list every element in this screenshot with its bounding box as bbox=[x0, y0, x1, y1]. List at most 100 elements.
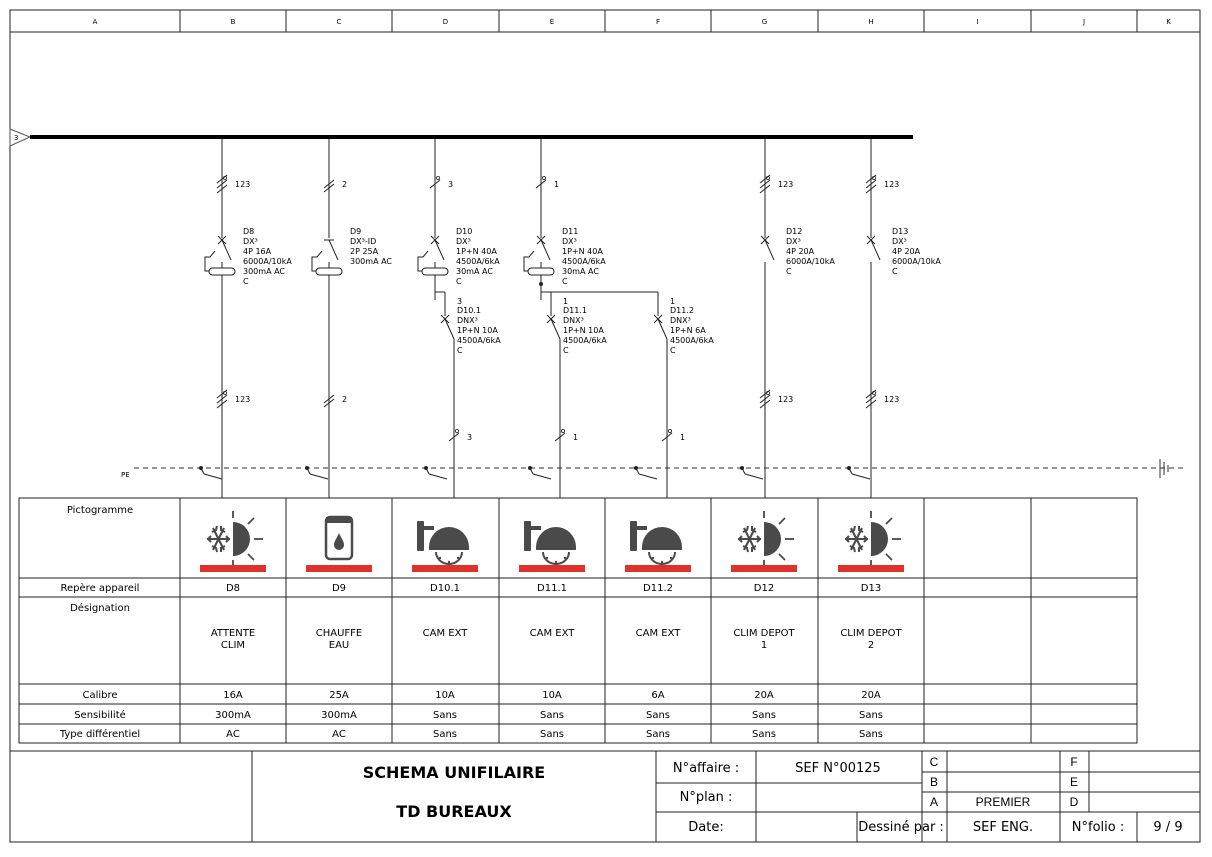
title-block: SCHEMA UNIFILAIRE TD BUREAUX N°affaire :… bbox=[10, 750, 1200, 842]
cable-label: 123 bbox=[884, 395, 899, 404]
breaker-spec-line: C bbox=[562, 277, 568, 286]
accent-bar bbox=[200, 565, 266, 572]
breaker-spec-line: C bbox=[457, 346, 463, 355]
breaker-spec-line: D11.1 bbox=[563, 306, 587, 315]
grid-column-label: C bbox=[337, 18, 342, 26]
grid-column-label: B bbox=[231, 18, 236, 26]
breaker-spec-line: 300mA AC bbox=[243, 267, 285, 276]
type-diff-cell: Sans bbox=[433, 729, 457, 740]
drawing-title: SCHEMA UNIFILAIRE bbox=[363, 763, 545, 782]
breaker-spec-line: DX³ bbox=[562, 237, 577, 246]
breaker-spec-line: DNX³ bbox=[563, 316, 584, 325]
sensibilite-cell: 300mA bbox=[215, 710, 251, 721]
sensibilite-cell: Sans bbox=[540, 710, 564, 721]
breaker-spec-line: 1P+N 6A bbox=[670, 326, 706, 335]
type-diff-cell: AC bbox=[332, 729, 346, 740]
clim-icon bbox=[844, 510, 902, 568]
cable-label: 1 bbox=[554, 180, 559, 189]
row-label-designation: Désignation bbox=[70, 602, 130, 614]
breaker-spec-line: 30mA AC bbox=[562, 267, 599, 276]
designation-cell: CHAUFFE bbox=[316, 628, 362, 639]
cable-label: 1 bbox=[573, 433, 578, 442]
breaker-spec-line: 1P+N 10A bbox=[563, 326, 604, 335]
folio-label: N°folio : bbox=[1072, 820, 1124, 835]
repere-cell: D10.1 bbox=[430, 583, 460, 594]
grid-column-label: E bbox=[550, 18, 554, 26]
breaker-spec-line: C bbox=[243, 277, 249, 286]
breaker-spec-line: 300mA AC bbox=[350, 257, 392, 266]
accent-bar bbox=[519, 565, 585, 572]
accent-bar bbox=[412, 565, 478, 572]
cable-label: 2 bbox=[342, 395, 347, 404]
calibre-cell: 10A bbox=[435, 690, 455, 701]
breaker-spec-line: C bbox=[670, 346, 676, 355]
designation-cell: CLIM DEPOT bbox=[733, 628, 795, 639]
breaker-spec-line: D9 bbox=[350, 227, 361, 236]
repere-cell: D9 bbox=[332, 583, 346, 594]
cable-label: 123 bbox=[235, 180, 250, 189]
cable-label: 1 bbox=[670, 297, 675, 306]
sensibilite-cell: Sans bbox=[433, 710, 457, 721]
breaker-spec-line: 6000A/10kA bbox=[892, 257, 941, 266]
breaker-spec-line: C bbox=[563, 346, 569, 355]
camera-icon bbox=[629, 520, 683, 565]
grid-column-label: F bbox=[656, 18, 660, 26]
breaker-spec-line: DX³ bbox=[892, 237, 907, 246]
breaker-spec-line: 30mA AC bbox=[456, 267, 493, 276]
calibre-cell: 10A bbox=[542, 690, 562, 701]
revision-letter: A bbox=[930, 795, 938, 809]
type-diff-cell: AC bbox=[226, 729, 240, 740]
calibre-cell: 6A bbox=[651, 690, 664, 701]
breaker-spec-line: 2P 25A bbox=[350, 247, 379, 256]
revision-letter: D bbox=[1070, 795, 1079, 809]
d10-branch bbox=[434, 282, 446, 316]
earth-symbol-icon bbox=[1159, 459, 1169, 478]
grid-column-label: A bbox=[93, 18, 98, 26]
breaker-spec-line: 6000A/10kA bbox=[243, 257, 292, 266]
d11-branch bbox=[539, 282, 659, 316]
clim-icon bbox=[206, 510, 264, 568]
sensibilite-cell: Sans bbox=[752, 710, 776, 721]
designation-cell: CAM EXT bbox=[636, 628, 682, 639]
row-label-repere: Repère appareil bbox=[61, 582, 140, 594]
revision-text: PREMIER bbox=[976, 795, 1031, 809]
grid-column-label: H bbox=[868, 18, 873, 26]
calibre-cell: 16A bbox=[223, 690, 243, 701]
date-label: Date: bbox=[688, 820, 723, 835]
breaker-spec-line: D10 bbox=[456, 227, 472, 236]
plan-label: N°plan : bbox=[680, 790, 733, 805]
circuit-table: Pictogramme Repère appareil Désignation … bbox=[18, 497, 1138, 744]
designation-cell: CLIM bbox=[221, 640, 245, 651]
repere-cell: D8 bbox=[226, 583, 240, 594]
revision-letter: F bbox=[1070, 755, 1077, 769]
breaker-spec-line: 4P 20A bbox=[786, 247, 815, 256]
folio-value: 9 / 9 bbox=[1153, 820, 1182, 835]
calibre-cell: 20A bbox=[861, 690, 881, 701]
designation-cell: CAM EXT bbox=[423, 628, 469, 639]
breaker-spec-line: 4500A/6kA bbox=[563, 336, 607, 345]
breaker-spec-line: C bbox=[786, 267, 792, 276]
row-label-sensibilite: Sensibilité bbox=[74, 709, 126, 721]
breaker-spec-line: DX³ bbox=[243, 237, 258, 246]
cable-label: 2 bbox=[342, 180, 347, 189]
breaker-spec-line: DX³ bbox=[456, 237, 471, 246]
row-label-type-differentiel: Type différentiel bbox=[59, 728, 140, 740]
calibre-cell: 25A bbox=[329, 690, 349, 701]
breaker-spec-line: 4500A/6kA bbox=[562, 257, 606, 266]
revision-letter: E bbox=[1070, 775, 1078, 789]
repere-cell: D11.1 bbox=[537, 583, 567, 594]
breaker-spec-line: D11.2 bbox=[670, 306, 694, 315]
breaker-spec-line: DX³ bbox=[786, 237, 801, 246]
